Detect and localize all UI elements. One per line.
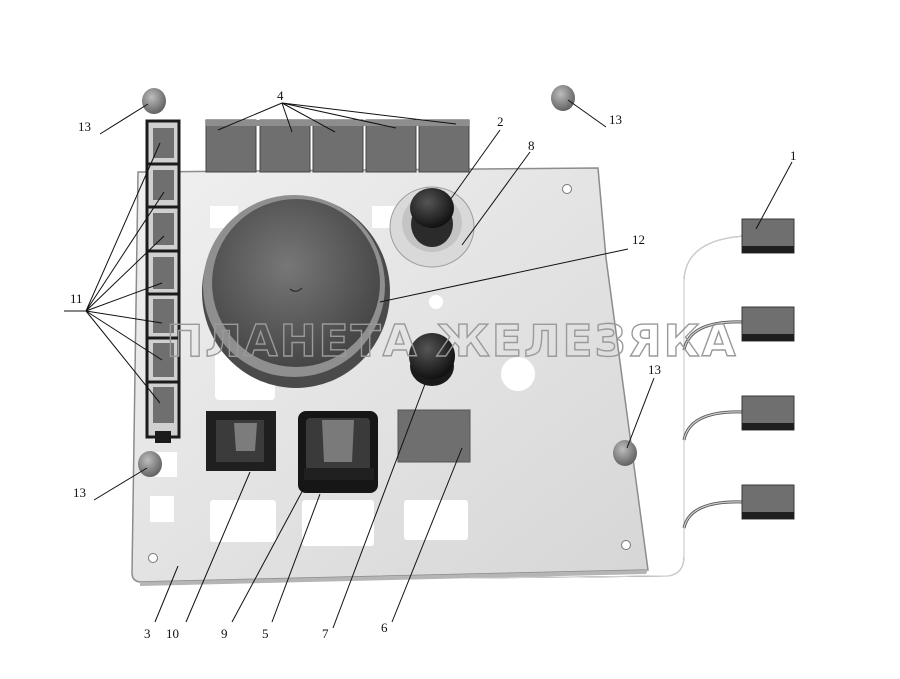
callout-3: 3 [144,626,151,641]
connector-3 [741,395,795,431]
mounting-clip-bottom-left [138,451,162,477]
push-button-with-bezel [389,186,475,268]
callout-13-right: 13 [648,362,661,377]
callout-7: 7 [322,626,329,641]
vertical-switch-strip [145,119,181,443]
callout-9: 9 [221,626,228,641]
mounting-clip-top-left [142,88,166,114]
connector-2 [741,306,795,342]
callout-1: 1 [790,148,797,163]
top-switch-module-row [205,119,470,173]
callout-4: 4 [277,88,284,103]
callout-2: 2 [497,114,504,129]
mounting-clip-right [613,440,637,466]
callout-labels: 1 2 3 4 5 6 7 8 9 10 11 12 13 13 13 13 [70,88,797,641]
blank-module [397,409,471,463]
callout-8: 8 [528,138,535,153]
connector-1 [741,218,795,254]
callout-13-bottom-left: 13 [73,485,86,500]
callout-11: 11 [70,291,83,306]
rocker-switch-left [206,411,276,471]
callout-10: 10 [166,626,179,641]
round-gauge [202,195,390,388]
rocker-switch-center [298,411,378,493]
callout-13-top-right: 13 [609,112,622,127]
mounting-clip-top-right [551,85,575,111]
callout-6: 6 [381,620,388,635]
callout-13-top-left: 13 [78,119,91,134]
round-knob [409,333,455,386]
callout-12: 12 [632,232,645,247]
connector-4 [741,484,795,520]
wire-harness [469,235,745,579]
callout-5: 5 [262,626,269,641]
leader-lines [64,99,793,629]
watermark-text: ПЛАНЕТА ЖЕЛЕЗЯКА [166,316,737,367]
